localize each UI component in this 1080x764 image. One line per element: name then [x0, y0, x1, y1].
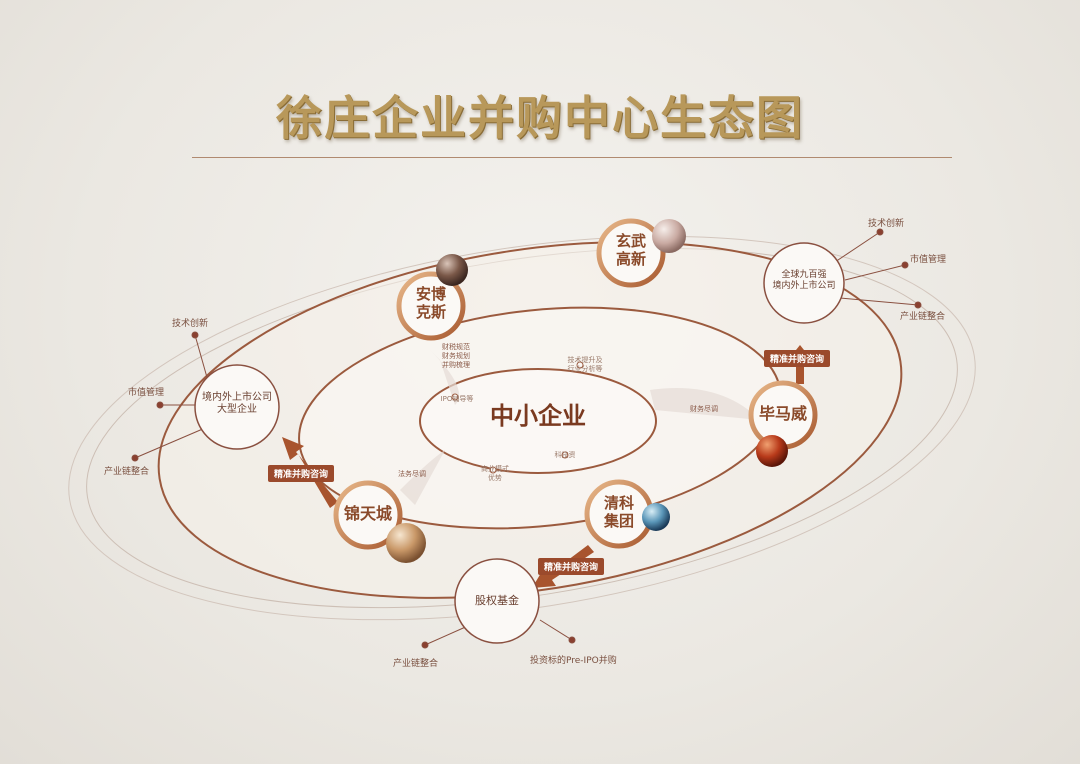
xuanwu-ring	[596, 218, 666, 288]
anbo-ring	[396, 271, 466, 341]
anbo-edge-label: 财税规范 财务规划 并购梳理	[442, 343, 470, 370]
node-qingke-line2: 集团	[603, 512, 634, 530]
right-org-line2: 境内外上市公司	[772, 280, 836, 291]
outer-orbit-faint-1	[68, 235, 976, 621]
node-bimawei: 毕马威	[758, 404, 807, 423]
left-leaf-chain: 产业链整合	[104, 467, 150, 477]
inner-top-note-line2: 行业分析等	[567, 365, 603, 374]
right-leaf-market: 市值管理	[910, 255, 947, 265]
node-qingke: 清科 集团	[589, 494, 649, 530]
anbo-edge-line3: 并购梳理	[442, 361, 470, 370]
right-org-circle	[763, 242, 845, 324]
jintiancheng-ring	[333, 480, 403, 550]
page-title: 徐庄企业并购中心生态图	[276, 91, 804, 145]
center-label: 中小企业	[490, 401, 586, 430]
node-xuanwu-line2: 高新	[615, 250, 646, 268]
left-leaf-connectors	[131, 331, 211, 462]
right-leaf-connectors	[834, 228, 922, 309]
left-org-label: 境内外上市公司 大型企业	[197, 392, 277, 416]
node-anbo: 安博 克斯	[401, 285, 461, 321]
bottom-consulting-tag: 精准并购咨询	[538, 558, 605, 575]
anbo-edge-line1: 财税规范	[442, 343, 470, 351]
left-leaf-market: 市值管理	[128, 388, 165, 398]
left-org-circle	[194, 364, 280, 450]
anbo-planet	[436, 254, 468, 286]
right-org-line1: 全球九百强	[781, 270, 827, 280]
anbo-edge-line2: 财务规划	[442, 352, 470, 361]
left-org-line2: 大型企业	[217, 404, 257, 415]
node-anbo-line1: 安博	[415, 285, 446, 303]
inner-bottom-note-line1: 商业模式	[481, 465, 509, 473]
xuanwu-planet	[652, 219, 686, 253]
node-qingke-line1: 清科	[603, 494, 634, 512]
bimawei-planet	[756, 435, 788, 467]
left-consulting-tag: 精准并购咨询	[268, 465, 335, 482]
title-divider	[192, 157, 952, 158]
bottom-leaf-preipo: 投资标的Pre-IPO并购	[530, 656, 617, 666]
jintiancheng-edge-label: 法务尽调	[398, 470, 426, 478]
bottom-leaf-chain: 产业链整合	[393, 659, 439, 669]
node-xuanwu-line1: 玄武	[615, 232, 646, 250]
right-leaf-chain: 产业链整合	[900, 312, 946, 322]
bimawei-edge-label: 财务尽调	[690, 405, 718, 413]
node-xuanwu: 玄武 高新	[601, 232, 661, 268]
fund-label: 股权基金	[475, 594, 519, 607]
inner-bottom-note-line2: 优势	[488, 474, 502, 483]
right-leaf-tech: 技术创新	[868, 219, 905, 229]
node-anbo-line2: 克斯	[415, 303, 446, 321]
center-ellipse	[419, 368, 657, 474]
right-consulting-tag: 精准并购咨询	[764, 350, 831, 367]
inner-left-note: IPO辅导等	[440, 395, 474, 403]
inner-right-note: 科技资	[554, 451, 576, 459]
fund-circle	[454, 558, 540, 644]
inner-top-note-line1: 技术提升及	[567, 356, 603, 364]
node-jintiancheng: 锦天城	[343, 504, 392, 523]
left-org-line1: 境内外上市公司	[202, 392, 272, 403]
inner-top-note: 技术提升及 行业分析等	[560, 356, 610, 374]
qingke-planet	[642, 503, 670, 531]
right-org-label: 全球九百强 境内外上市公司	[762, 270, 846, 292]
inner-bottom-note: 商业模式 优势	[470, 465, 520, 483]
left-leaf-tech: 技术创新	[172, 319, 209, 329]
jintiancheng-planet	[386, 523, 426, 563]
bottom-leaf-connectors	[421, 619, 576, 649]
